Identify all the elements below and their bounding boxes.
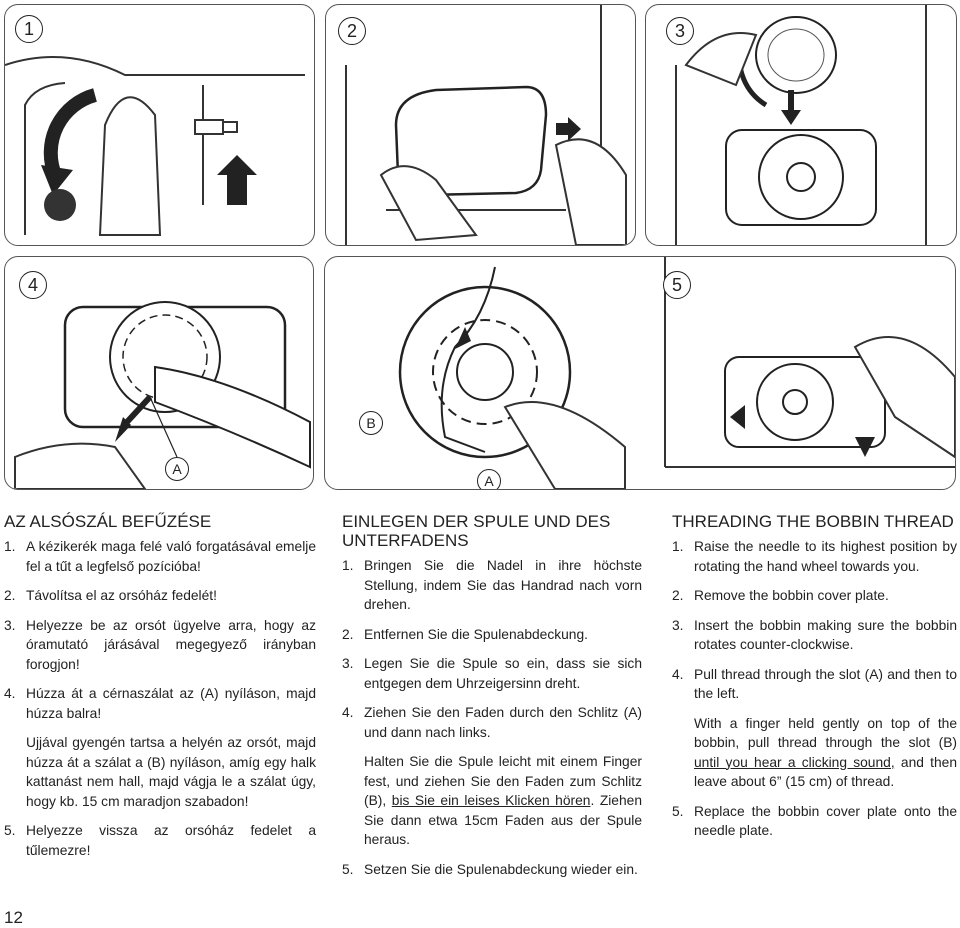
step-badge-3: 3: [666, 17, 694, 45]
list-item: 3.Helyezze be az orsót ügyelve arra, hog…: [4, 617, 316, 672]
callout-b: B: [359, 411, 383, 435]
list-item: 5.Helyezze vissza az orsóház fedelet a t…: [4, 823, 316, 858]
step-badge-4: 4: [19, 271, 47, 299]
hungarian-title: AZ ALSÓSZÁL BEFŰZÉSE: [4, 512, 212, 531]
list-item: 5.Replace the bobbin cover plate onto th…: [672, 803, 957, 839]
hungarian-section: AZ ALSÓSZÁL BEFŰZÉSE 1.A kézikerék maga …: [4, 512, 316, 870]
callout-a: A: [165, 457, 189, 481]
list-item: 3.Insert the bobbin making sure the bobb…: [672, 617, 957, 653]
english-steps: 1.Raise the needle to its highest positi…: [672, 537, 957, 704]
hungarian-steps: 1.A kézikerék maga felé való forgatásáva…: [4, 537, 316, 723]
page-number: 12: [4, 908, 23, 927]
list-item: 2.Távolítsa el az orsóház fedelét!: [4, 588, 217, 603]
list-item: 1.Bringen Sie die Nadel in ihre höchste …: [342, 558, 642, 612]
list-item: 5.Setzen Sie die Spulenabdeckung wieder …: [342, 861, 638, 877]
english-section: THREADING THE BOBBIN THREAD 1.Raise the …: [672, 512, 957, 851]
list-item: 3.Legen Sie die Spule so ein, dass sie s…: [342, 656, 642, 691]
step-badge-1: 1: [15, 15, 43, 43]
german-extra-paragraph: Halten Sie die Spule leicht mit einem Fi…: [364, 754, 643, 847]
list-item: 4.Húzza át a cérnaszálat az (A) nyíláson…: [4, 686, 316, 721]
hungarian-extra-paragraph: Ujjával gyengén tartsa a helyén az orsót…: [26, 735, 316, 809]
step-badge-5: 5: [663, 271, 691, 299]
list-item: 2.Remove the bobbin cover plate.: [672, 588, 889, 603]
english-title: THREADING THE BOBBIN THREAD: [672, 512, 954, 531]
german-section: EINLEGEN DER SPULE UND DES UNTERFADENS 1…: [342, 512, 642, 889]
english-extra-paragraph: With a finger held gently on top of the …: [694, 715, 958, 790]
figure-step-3: 3: [645, 4, 957, 246]
illustration-insert-bobbin: [675, 5, 927, 245]
list-item: 4.Ziehen Sie den Faden durch den Schlitz…: [342, 705, 642, 740]
callout-a: A: [477, 469, 501, 489]
illustration-hand-wheel: [5, 56, 305, 236]
german-title: EINLEGEN DER SPULE UND DES UNTERFADENS: [342, 512, 611, 550]
figure-step-5: 5 B A: [324, 256, 956, 490]
step-badge-2: 2: [338, 17, 366, 45]
list-item: 2.Entfernen Sie die Spulenabdeckung.: [342, 626, 588, 642]
german-steps: 1.Bringen Sie die Nadel in ihre höchste …: [342, 556, 642, 742]
figure-step-4: 4 A: [4, 256, 314, 490]
illustration-remove-cover: [345, 5, 627, 245]
figure-step-2: 2: [325, 4, 636, 246]
figure-step-1: 1: [4, 4, 315, 246]
list-item: 1.A kézikerék maga felé való forgatásáva…: [4, 539, 316, 574]
illustration-pull-thread-slot-a: [14, 301, 311, 489]
list-item: 1.Raise the needle to its highest positi…: [672, 539, 957, 574]
list-item: 4.Pull thread through the slot (A) and t…: [672, 666, 957, 702]
illustration-pull-thread-slot-b: [398, 257, 955, 489]
